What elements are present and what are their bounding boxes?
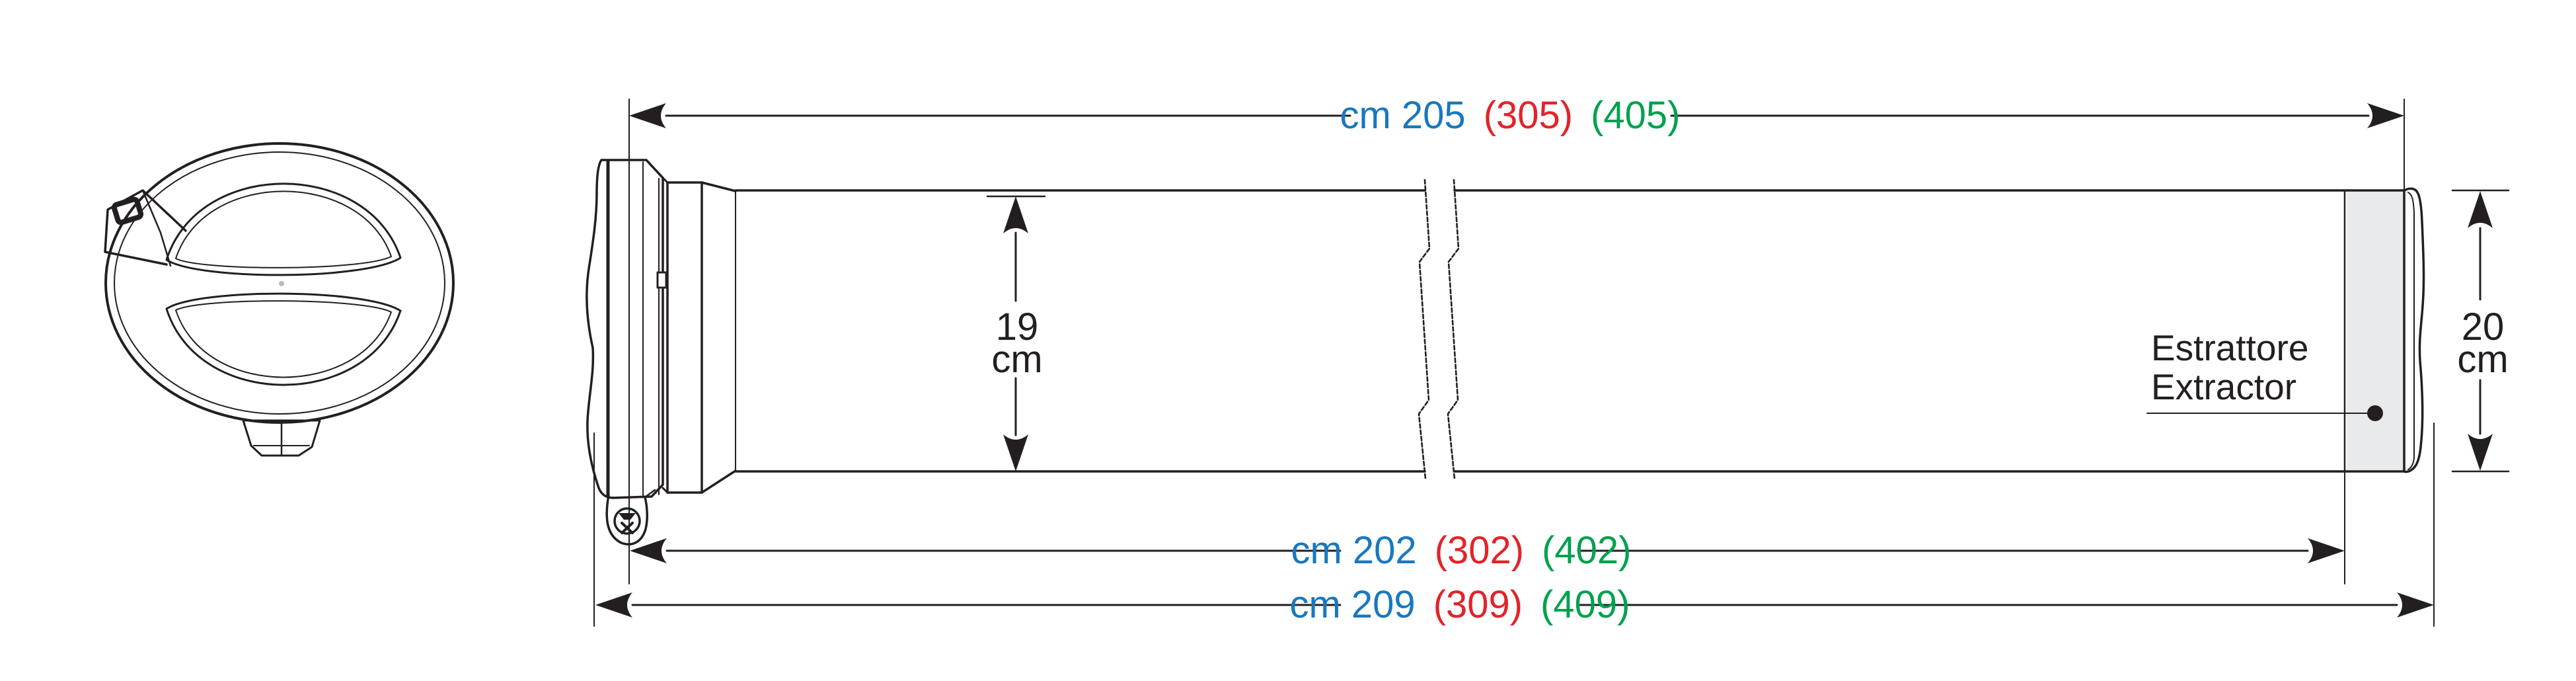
extractor-label-line1: Estrattore <box>2151 327 2309 368</box>
end-diameter-unit: cm <box>2457 338 2509 381</box>
tube-body <box>734 189 2406 473</box>
inner-diameter-unit: cm <box>991 338 1043 381</box>
overall-length-variant-red: (309) <box>1433 583 1523 626</box>
clip-hole <box>111 196 144 225</box>
cap-clip-tab <box>104 189 187 267</box>
cap-top-cutout <box>165 182 402 276</box>
collar-band <box>662 177 737 494</box>
dimension-line-usable <box>630 538 2345 563</box>
extractor-label: Estrattore Extractor <box>2151 329 2308 407</box>
cap-bottom-cutout <box>165 292 402 386</box>
cap-bottom-lug <box>242 419 321 457</box>
cap-side-view <box>586 159 737 545</box>
usable-length-primary: cm 202 <box>1291 529 1417 572</box>
end-cap-right <box>2403 187 2425 473</box>
dimension-line-overall <box>595 592 2434 618</box>
cap-front-view <box>104 142 455 457</box>
dimension-label-end-diameter: 20 cm <box>2457 305 2509 381</box>
extractor-band <box>2343 189 2406 473</box>
dimension-label-top-length: cm 205 (305) (405) <box>1340 97 1680 135</box>
top-length-variant-red: (305) <box>1483 94 1573 137</box>
inner-diameter-value: 19 <box>995 305 1039 348</box>
diameter-20-dimension <box>2451 189 2510 473</box>
overall-length-primary: cm 209 <box>1289 583 1416 626</box>
top-length-variant-green: (405) <box>1591 94 1681 137</box>
extractor-marker-dot <box>2367 405 2383 421</box>
cap-face-notch <box>656 271 667 289</box>
diameter-19-dimension <box>986 195 1046 473</box>
dimension-label-usable-length: cm 202 (302) (402) <box>1291 532 1631 570</box>
top-length-primary: cm 205 <box>1340 94 1466 137</box>
overall-length-variant-green: (409) <box>1540 583 1630 626</box>
usable-length-variant-green: (402) <box>1542 529 1632 572</box>
dimension-line-top <box>629 103 2404 128</box>
dimension-label-overall-length: cm 209 (309) (409) <box>1289 586 1630 624</box>
usable-length-variant-red: (302) <box>1434 529 1525 572</box>
cap-bottom-latch <box>605 489 656 545</box>
break-symbol <box>1418 179 1460 480</box>
dimension-label-inner-diameter: 19 cm <box>991 305 1043 381</box>
extension-lines <box>593 99 2435 627</box>
end-diameter-value: 20 <box>2461 305 2505 348</box>
cap-center-pip <box>279 281 284 286</box>
extractor-label-line2: Extractor <box>2151 366 2297 407</box>
